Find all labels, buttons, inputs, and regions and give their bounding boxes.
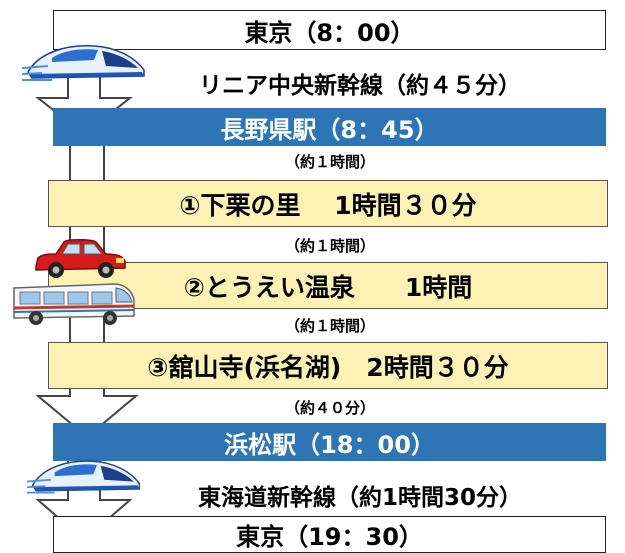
stop1-box: ①下栗の里 1時間３０分 xyxy=(48,180,608,227)
red-car-icon xyxy=(35,239,126,278)
end-label: 東京（19：30） xyxy=(236,523,423,551)
end-box: 東京（19：30） xyxy=(53,516,606,553)
gap4-label: （約４０分） xyxy=(284,398,375,417)
bullet-train-icon xyxy=(26,460,140,494)
bullet-train-icon xyxy=(22,45,145,81)
station1-label: 長野県駅（8：45） xyxy=(220,115,439,144)
stop1-label: ①下栗の里 1時間３０分 xyxy=(179,190,477,220)
gap2-label: （約１時間） xyxy=(284,236,375,255)
gap3-label: （約１時間） xyxy=(284,316,375,335)
stop3-box: ③舘山寺(浜名湖) 2時間３０分 xyxy=(48,342,608,389)
stop2-box: ②とうえい温泉 1時間 xyxy=(48,262,608,309)
stop2-label: ②とうえい温泉 1時間 xyxy=(183,272,473,302)
line2-label: 東海道新幹線（約1時間30分） xyxy=(197,485,522,511)
station1-box: 長野県駅（8：45） xyxy=(53,108,606,146)
station2-label: 浜松駅（18：00） xyxy=(224,430,435,459)
start-label: 東京（8：00） xyxy=(244,18,415,47)
gap1-label: （約１時間） xyxy=(284,152,375,171)
station2-box: 浜松駅（18：00） xyxy=(53,423,606,461)
bus-icon xyxy=(13,283,135,325)
stop3-label: ③舘山寺(浜名湖) 2時間３０分 xyxy=(147,352,509,382)
start-box: 東京（8：00） xyxy=(53,10,606,50)
line1-label: リニア中央新幹線（約４５分） xyxy=(199,73,521,99)
